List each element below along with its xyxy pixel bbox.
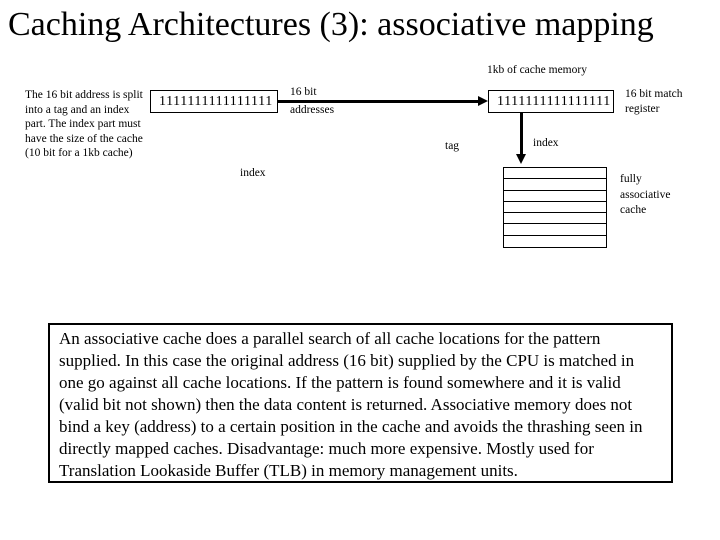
cache-row <box>504 168 606 180</box>
address-register-box: 1111111111111111 <box>150 90 278 113</box>
fully-associative-cache-table <box>503 167 607 249</box>
explanation-text: An associative cache does a parallel sea… <box>59 329 643 480</box>
match-register-value: 1111111111111111 <box>497 93 611 109</box>
bus-label-addresses: addresses <box>290 104 335 116</box>
cache-row <box>504 213 606 225</box>
index-arrow-line <box>520 112 523 155</box>
index-label-left: index <box>240 167 266 179</box>
address-register-value: 1111111111111111 <box>159 93 273 109</box>
match-register-label: 16 bit match register <box>625 88 683 115</box>
cache-row <box>504 191 606 202</box>
slide-title: Caching Architectures (3): associative m… <box>8 6 654 43</box>
tag-label: tag <box>445 140 460 152</box>
cache-row <box>504 224 606 236</box>
explanation-text-box: An associative cache does a parallel sea… <box>48 323 673 483</box>
arrowhead-down-icon <box>516 154 526 164</box>
cache-row <box>504 236 606 247</box>
cache-memory-label: 1kb of cache memory <box>487 64 587 76</box>
bus-label-16bit: 16 bit <box>290 86 317 98</box>
index-label-right: index <box>533 137 559 149</box>
fully-associative-cache-label: fully associative cache <box>620 173 671 216</box>
cache-row <box>504 202 606 214</box>
arrowhead-right-icon <box>478 96 488 106</box>
address-bus-line <box>278 100 481 103</box>
address-split-note: The 16 bit address is split into a tag a… <box>25 89 143 159</box>
cache-row <box>504 179 606 191</box>
match-register-box: 1111111111111111 <box>488 90 614 113</box>
